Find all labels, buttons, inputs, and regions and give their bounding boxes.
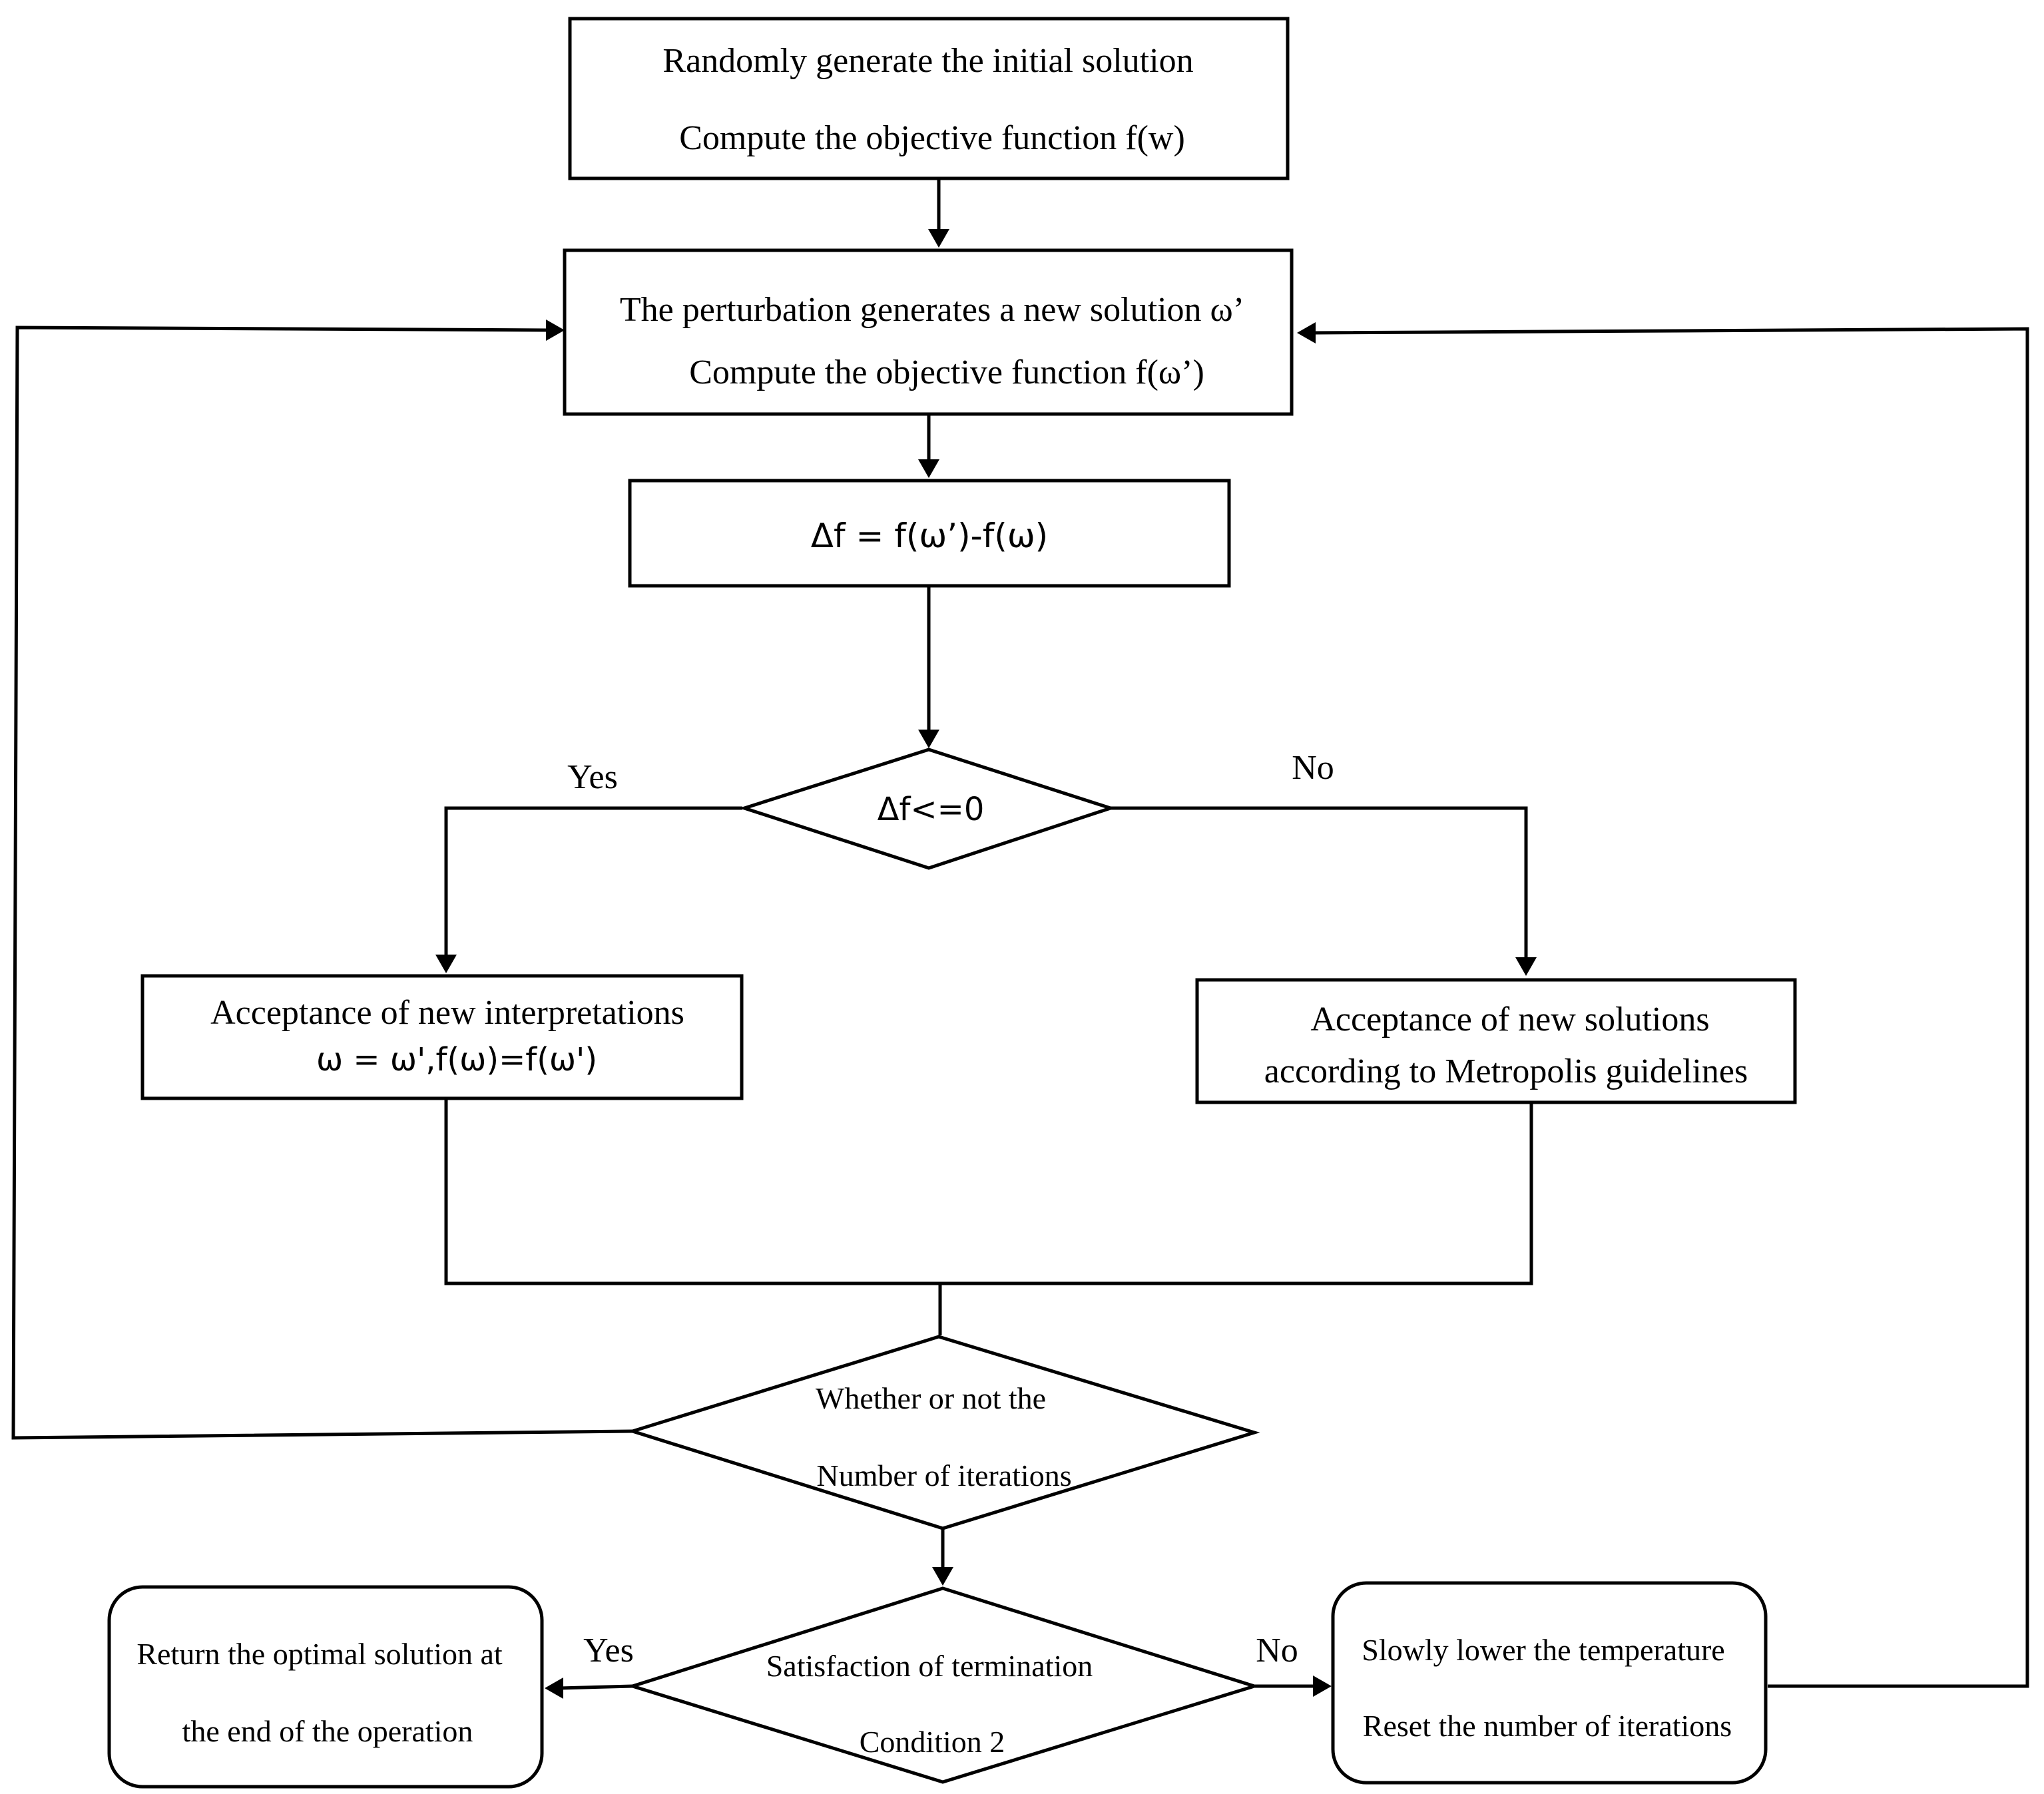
return-line1: Return the optimal solution at <box>136 1637 503 1671</box>
delta-label: Δf = f(ω’)-f(ω) <box>811 517 1048 555</box>
iterations-diamond <box>627 1335 1260 1530</box>
accept-line2: ω = ω',f(ω)=f(ω') <box>316 1041 597 1078</box>
edge-termination-yes-to-return <box>559 1684 633 1690</box>
init-line1: Randomly generate the initial solution <box>662 42 1193 80</box>
arrowhead-icon <box>918 459 939 478</box>
arrowhead-icon <box>928 229 949 248</box>
cool-line1: Slowly lower the temperature <box>1362 1633 1724 1667</box>
node-perturb: The perturbation generates a new solutio… <box>563 248 1294 416</box>
cool-box <box>1331 1581 1768 1785</box>
perturb-line1: The perturbation generates a new solutio… <box>620 291 1244 329</box>
decision-diamond <box>738 748 1117 870</box>
arrowhead-icon <box>1297 322 1316 343</box>
edge-iterations-loop-to-perturb <box>11 326 633 1440</box>
node-decision: Δf<=0 Yes No <box>567 748 1334 870</box>
arrowhead-icon <box>932 1567 953 1586</box>
node-delta: Δf = f(ω’)-f(ω) <box>628 479 1231 588</box>
decision-yes-label: Yes <box>567 758 618 796</box>
perturb-line2: Compute the objective function f(ω’) <box>689 353 1204 391</box>
metropolis-line2: according to Metropolis guidelines <box>1264 1052 1748 1090</box>
metropolis-line1: Acceptance of new solutions <box>1310 1001 1709 1038</box>
arrowhead-icon <box>1313 1676 1332 1697</box>
arrowhead-icon <box>435 955 457 973</box>
edge-cool-loop-to-perturb <box>1311 327 2029 1688</box>
metropolis-box <box>1195 978 1797 1104</box>
node-metropolis: Acceptance of new solutions according to… <box>1195 978 1797 1104</box>
termination-yes-label: Yes <box>583 1632 634 1670</box>
arrowhead-icon <box>546 320 565 341</box>
termination-no-label: No <box>1256 1632 1298 1670</box>
delta-box <box>628 479 1231 588</box>
accept-line1: Acceptance of new interpretations <box>210 994 684 1032</box>
init-line2: Compute the objective function f(w) <box>679 119 1185 157</box>
node-accept: Acceptance of new interpretations ω = ω'… <box>140 974 744 1100</box>
termination-diamond <box>627 1586 1260 1784</box>
cool-line2: Reset the number of iterations <box>1363 1709 1732 1743</box>
edge-decision-yes-to-accept <box>444 806 742 959</box>
accept-box <box>140 974 744 1100</box>
node-return: Return the optimal solution at the end o… <box>107 1585 544 1789</box>
node-iterations: Whether or not the Number of iterations <box>627 1335 1260 1530</box>
node-cool: Slowly lower the temperature Reset the n… <box>1331 1581 1768 1785</box>
iterations-line2: Number of iterations <box>816 1458 1071 1492</box>
arrowhead-icon <box>545 1678 563 1699</box>
decision-label: Δf<=0 <box>878 791 985 828</box>
perturb-box <box>563 248 1294 416</box>
termination-line1: Satisfaction of termination <box>766 1649 1093 1683</box>
iterations-line1: Whether or not the <box>816 1381 1046 1415</box>
arrowhead-icon <box>1515 957 1537 976</box>
edge-decision-no-to-metropolis <box>1109 806 1528 961</box>
node-init: Randomly generate the initial solution C… <box>568 17 1290 180</box>
init-box <box>568 17 1290 180</box>
return-line2: the end of the operation <box>182 1714 473 1748</box>
decision-no-label: No <box>1292 749 1334 787</box>
connectors <box>11 180 2029 1699</box>
return-box <box>107 1585 544 1789</box>
node-termination: Satisfaction of termination Condition 2 … <box>583 1586 1298 1784</box>
edge-merge-to-iterations <box>444 1098 1533 1285</box>
arrowhead-icon <box>918 730 939 748</box>
termination-line2: Condition 2 <box>860 1725 1005 1759</box>
